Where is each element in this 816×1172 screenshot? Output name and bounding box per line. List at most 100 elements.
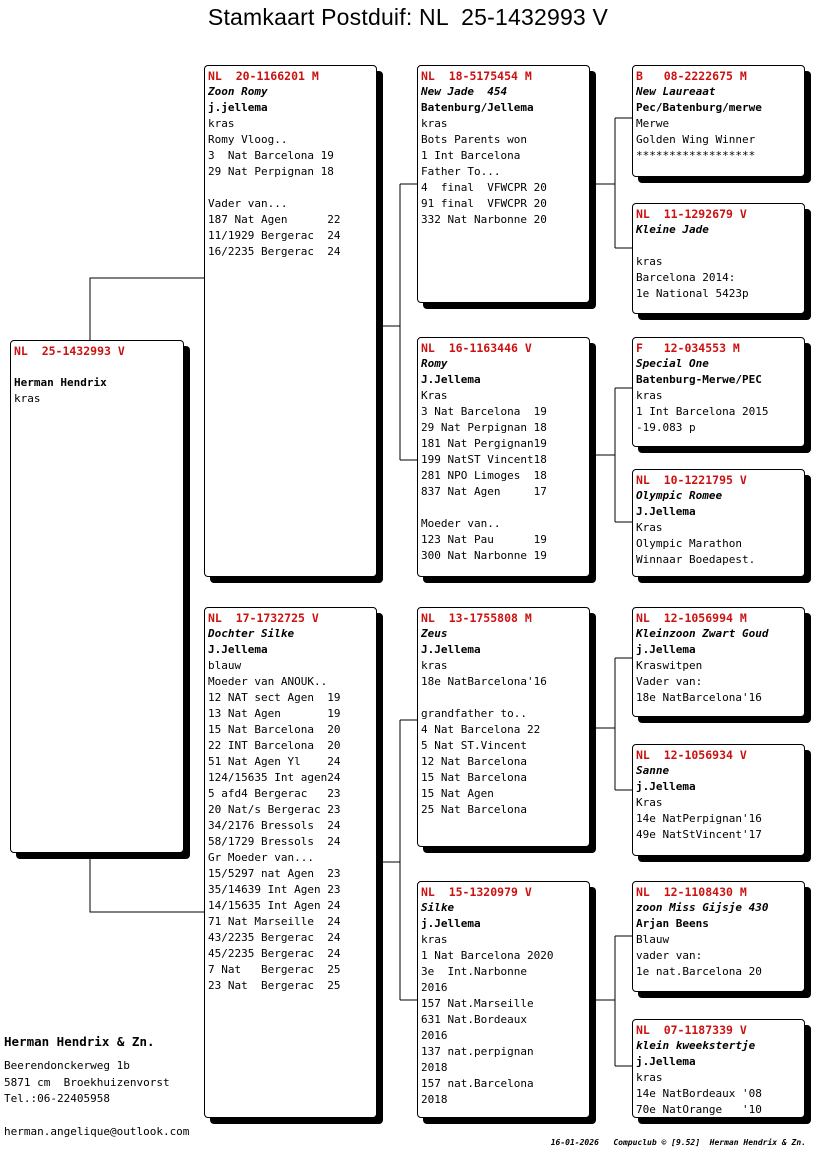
info-line: 137 nat.perpignan xyxy=(421,1045,534,1058)
info-line: 43/2235 Bergerac 24 xyxy=(208,931,341,944)
info-line: Romy Vloog.. xyxy=(208,133,288,146)
connector-subject-mother xyxy=(89,853,204,913)
info-line: 157 Nat.Marseille xyxy=(421,997,534,1010)
info-line: 281 NPO Limoges 18 xyxy=(421,469,547,482)
info-line: kras xyxy=(208,117,235,130)
owner-name: Herman Hendrix & Zn. xyxy=(4,1034,155,1049)
info-line: 16/2235 Bergerac 24 xyxy=(208,245,341,258)
info-line: 4 final VFWCPR 20 xyxy=(421,181,547,194)
pigeon-name: Sanne xyxy=(636,764,670,777)
info-line: ****************** xyxy=(636,149,756,162)
info-line: 1 Nat Barcelona 2020 xyxy=(421,949,554,962)
info-line: Vader van: xyxy=(636,675,703,688)
info-line: grandfather to.. xyxy=(421,707,527,720)
info-line: 300 Nat Narbonne 19 xyxy=(421,549,547,562)
owner-phone: Tel.:06-22405958 xyxy=(4,1092,110,1105)
info-line: 5 Nat ST.Vincent xyxy=(421,739,527,752)
connector-father-grandparents xyxy=(377,183,417,461)
info-line: 12 NAT sect Agen 19 xyxy=(208,691,341,704)
info-line: 58/1729 Bressols 24 xyxy=(208,835,341,848)
info-line: Winnaar Boedapest. xyxy=(636,553,756,566)
info-line: kras xyxy=(421,659,448,672)
ring-number: NL 07-1187339 V xyxy=(636,1023,747,1037)
info-line: 1 Int Barcelona xyxy=(421,149,521,162)
ring-number: NL 12-1056934 V xyxy=(636,748,747,762)
info-line xyxy=(421,690,589,706)
breeder-name: J.Jellema xyxy=(636,505,696,518)
breeder-name: j.Jellema xyxy=(636,780,696,793)
breeder-name: Herman Hendrix xyxy=(14,376,107,389)
ring-number: NL 25-1432993 V xyxy=(14,344,125,358)
info-line: 11/1929 Bergerac 24 xyxy=(208,229,341,242)
pigeon-name: New Laureaat xyxy=(636,85,716,98)
owner-email: herman.angelique@outlook.com xyxy=(4,1125,190,1138)
info-line: 91 final VFWCPR 20 xyxy=(421,197,547,210)
info-line: kras xyxy=(636,389,663,402)
info-line: 51 Nat Agen Yl 24 xyxy=(208,755,341,768)
info-line: Bots Parents won xyxy=(421,133,527,146)
info-line: 123 Nat Pau 19 xyxy=(421,533,547,546)
ring-number: NL 12-1056994 M xyxy=(636,611,747,625)
info-line xyxy=(208,180,376,196)
info-line: 2016 xyxy=(421,981,448,994)
breeder-name: Batenburg/Jellema xyxy=(421,101,534,114)
ring-number: F 12-034553 M xyxy=(636,341,740,355)
info-line: 15/5297 nat Agen 23 xyxy=(208,867,341,880)
pedigree-card-mm-mother[interactable]: NL 07-1187339 V klein kweekstertje j.Jelle… xyxy=(632,1019,805,1118)
info-line xyxy=(636,238,804,254)
breeder-name: J.Jellema xyxy=(421,643,481,656)
info-line: 3e Int.Narbonne xyxy=(421,965,527,978)
info-line: Golden Wing Winner xyxy=(636,133,756,146)
info-line: 4 Nat Barcelona 22 xyxy=(421,723,541,736)
info-line: 49e NatStVincent'17 xyxy=(636,828,762,841)
info-line: Moeder van ANOUK.. xyxy=(208,675,328,688)
pigeon-name: zoon Miss Gijsje 430 xyxy=(636,901,769,914)
breeder-name: j.Jellema xyxy=(636,1055,696,1068)
info-line: Father To... xyxy=(421,165,501,178)
pigeon-name: Zeus xyxy=(421,627,448,640)
ring-number: NL 18-5175454 M xyxy=(421,69,532,83)
pigeon-name: Special One xyxy=(636,357,709,370)
breeder-name: Arjan Beens xyxy=(636,917,709,930)
connector-mother-grandparents xyxy=(377,719,417,1001)
ring-number: NL 17-1732725 V xyxy=(208,611,319,625)
info-line: 25 Nat Barcelona xyxy=(421,803,527,816)
info-line: 2018 xyxy=(421,1093,448,1106)
info-line: 14/15635 Int Agen 24 xyxy=(208,899,341,912)
ring-number: B 08-2222675 M xyxy=(636,69,747,83)
connector-mf xyxy=(590,657,632,791)
info-line: kras xyxy=(636,1071,663,1084)
info-line: Moeder van.. xyxy=(421,517,501,530)
info-line: 18e NatBarcelona'16 xyxy=(421,675,547,688)
breeder-name: j.Jellema xyxy=(421,917,481,930)
ring-number: NL 20-1166201 M xyxy=(208,69,319,83)
breeder-name: Pec/Batenburg/merwe xyxy=(636,101,762,114)
info-line: Olympic Marathon xyxy=(636,537,742,550)
pigeon-name: Kleinzoon Zwart Goud xyxy=(636,627,769,640)
pigeon-name: klein kweekstertje xyxy=(636,1039,756,1052)
info-line: 181 Nat Pergignan19 xyxy=(421,437,547,450)
info-line: 71 Nat Marseille 24 xyxy=(208,915,341,928)
pigeon-name: Silke xyxy=(421,901,455,914)
info-line: 29 Nat Perpignan 18 xyxy=(421,421,547,434)
page-title: Stamkaart Postduif: NL 25-1432993 V xyxy=(207,4,609,30)
info-line: kras xyxy=(636,255,663,268)
info-line: 45/2235 Bergerac 24 xyxy=(208,947,341,960)
breeder-name: J.Jellema xyxy=(421,373,481,386)
pigeon-name: Olympic Romee xyxy=(636,489,723,502)
